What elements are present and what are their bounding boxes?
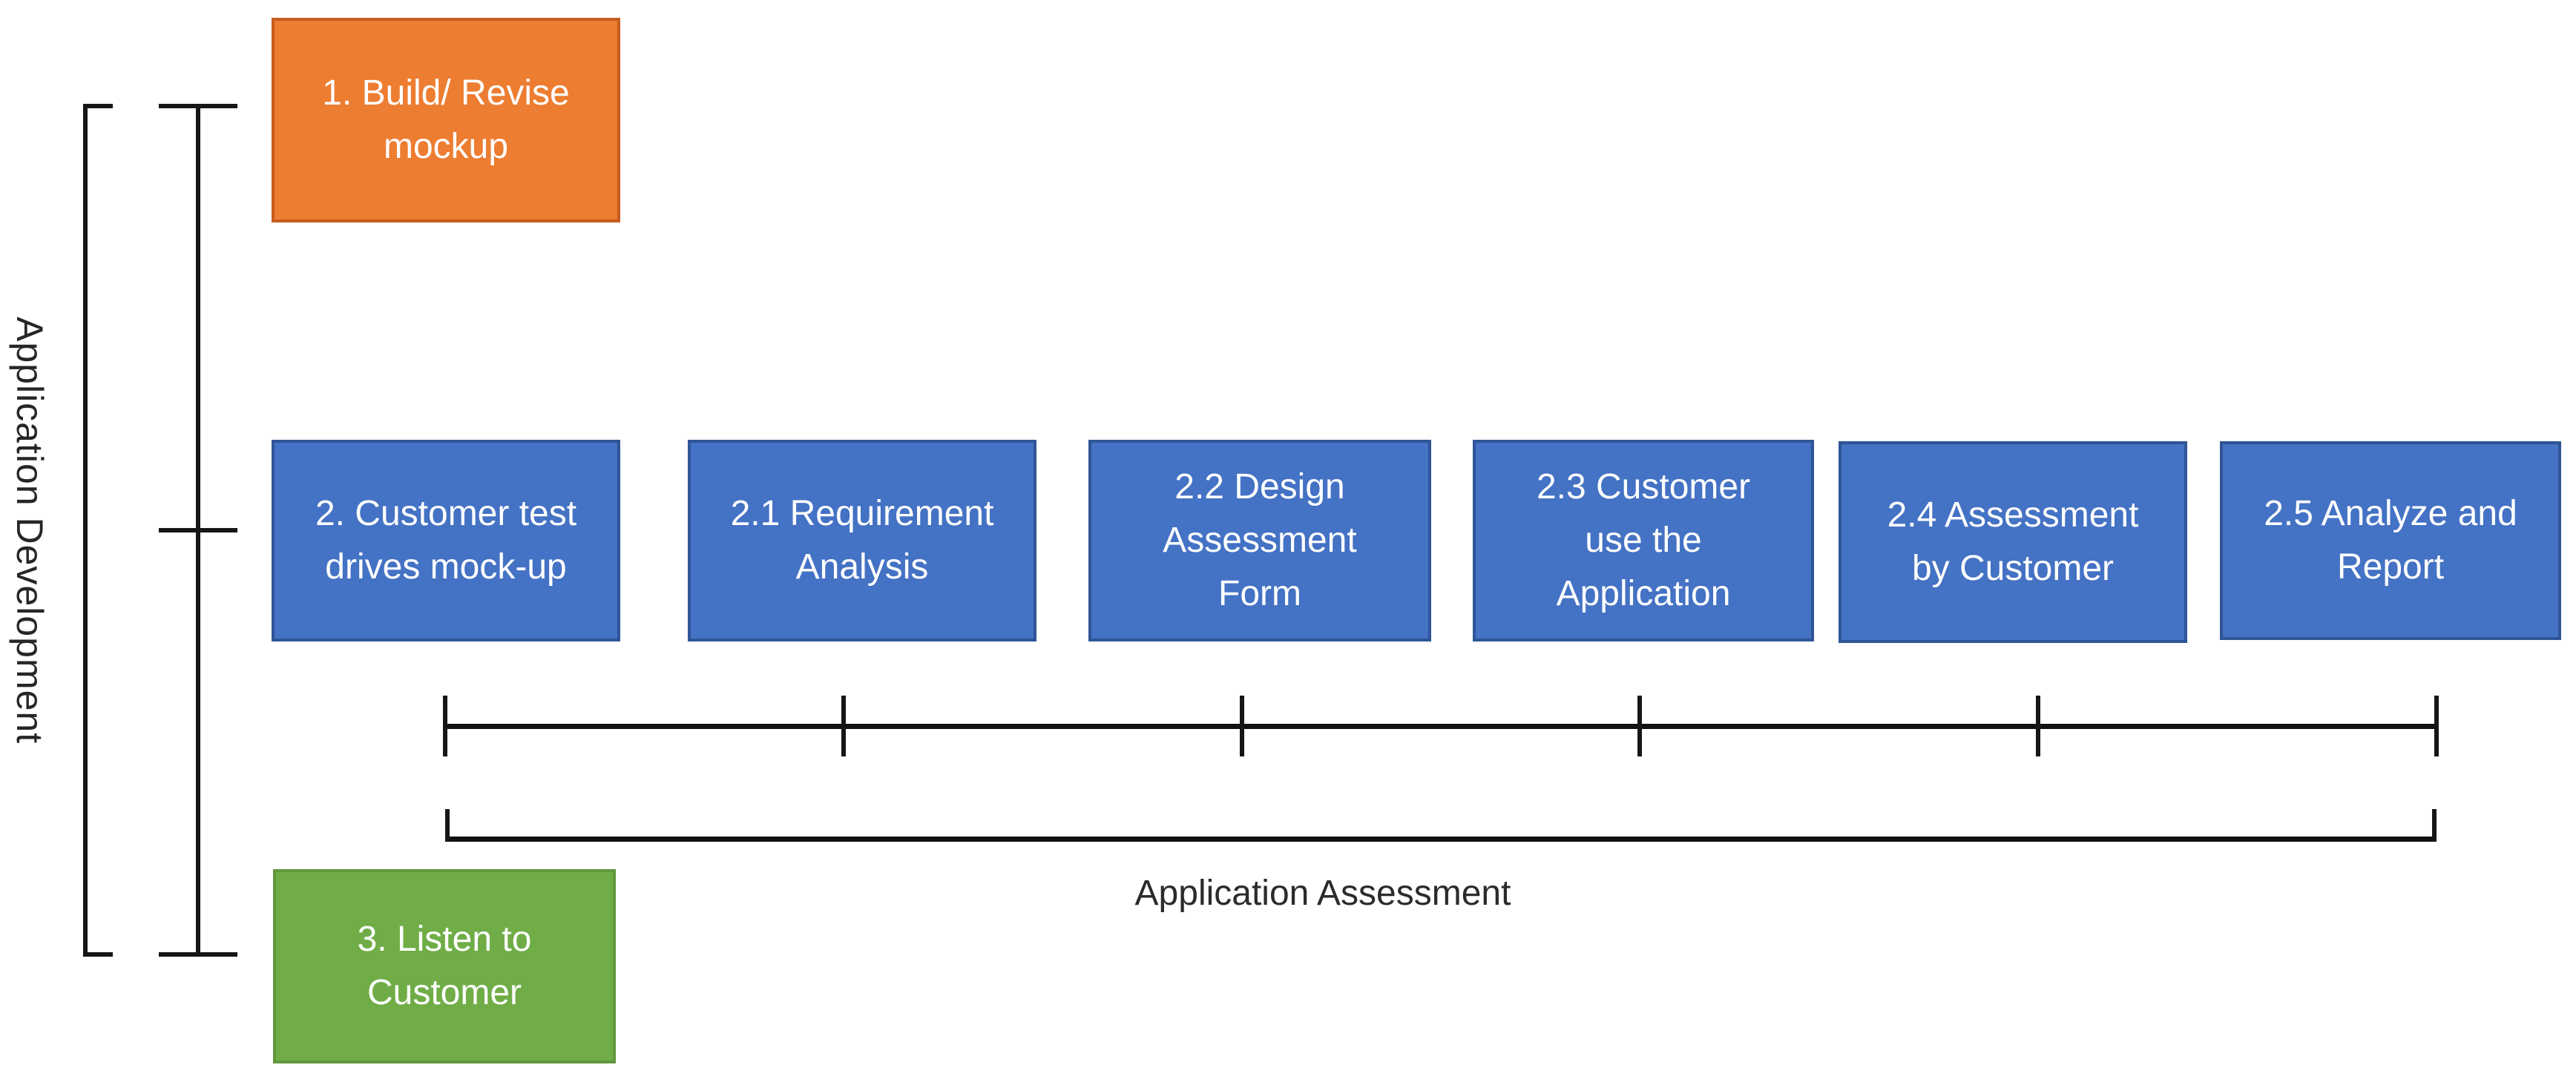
phase-axis-middle-tick xyxy=(159,528,237,532)
ruler-tick xyxy=(1240,696,1244,756)
phase-axis-top-tick xyxy=(159,104,237,108)
phase-box-label: 1. Build/ Revise mockup xyxy=(322,73,570,166)
step-box-label: 2.1 Requirement Analysis xyxy=(730,494,994,587)
phase-axis-bottom-tick xyxy=(159,952,237,957)
step-box-label: 2.4 Assessment by Customer xyxy=(1887,495,2139,588)
step-box-2-5-analyze-and-report: 2.5 Analyze and Report xyxy=(2220,441,2561,640)
development-bracket-top-foot xyxy=(83,104,113,108)
step-box-label: 2.3 Customer use the Application xyxy=(1536,467,1751,613)
assessment-bracket-line xyxy=(445,837,2437,842)
application-development-label: Application Development xyxy=(9,316,50,745)
phase-box-label: 3. Listen to Customer xyxy=(357,920,532,1012)
ruler-tick xyxy=(841,696,846,756)
ruler-tick xyxy=(443,696,447,756)
development-bracket-bottom-foot xyxy=(83,952,113,957)
application-assessment-label: Application Assessment xyxy=(1134,874,1511,913)
step-box-label: 2.2 Design Assessment Form xyxy=(1163,467,1357,613)
ruler-tick xyxy=(1637,696,1642,756)
step-box-label: 2.5 Analyze and Report xyxy=(2264,494,2517,587)
step-box-2-3-customer-use-application: 2.3 Customer use the Application xyxy=(1473,440,1814,641)
step-box-2-4-assessment-by-customer: 2.4 Assessment by Customer xyxy=(1839,441,2187,643)
step-box-2-2-design-assessment-form: 2.2 Design Assessment Form xyxy=(1088,440,1431,641)
ruler-tick xyxy=(2036,696,2040,756)
phase-box-build-revise-mockup: 1. Build/ Revise mockup xyxy=(272,18,620,222)
phase-box-listen-to-customer: 3. Listen to Customer xyxy=(273,869,616,1063)
development-bracket-line xyxy=(83,104,88,957)
ruler-line xyxy=(445,724,2437,729)
assessment-bracket-right-hook xyxy=(2432,809,2437,842)
phase-box-customer-test-drives: 2. Customer test drives mock-up xyxy=(272,440,620,641)
phase-box-label: 2. Customer test drives mock-up xyxy=(315,494,577,587)
step-box-2-1-requirement-analysis: 2.1 Requirement Analysis xyxy=(688,440,1036,641)
ruler-tick xyxy=(2434,696,2439,756)
assessment-bracket-left-hook xyxy=(445,809,450,842)
